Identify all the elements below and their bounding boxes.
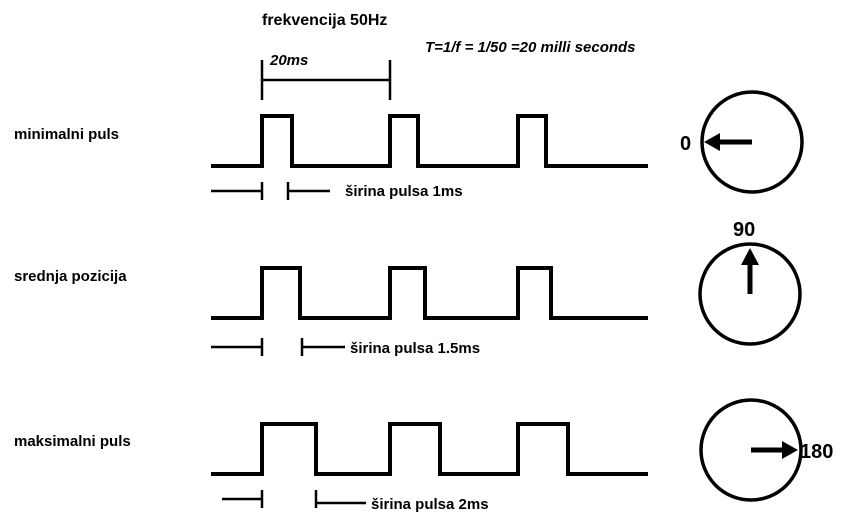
- pulse-width-label-middle: širina pulsa 1.5ms: [350, 340, 480, 357]
- servo-dial-minimal: 0: [680, 90, 804, 194]
- frequency-label: frekvencija 50Hz: [262, 12, 387, 29]
- arrow-right-icon: [782, 441, 798, 459]
- pulse-width-dimension-maximal: [222, 490, 366, 508]
- period-formula: T=1/f = 1/50 =20 milli seconds: [425, 39, 636, 56]
- period-label: 20ms: [269, 52, 308, 69]
- arrow-left-icon: [704, 133, 720, 151]
- row-middle: srednja pozicija širina pulsa 1.5ms 90: [14, 219, 802, 357]
- row-maximal: maksimalni puls širina pulsa 2ms 180: [14, 398, 833, 512]
- period-dimension: [260, 60, 392, 100]
- pulse-width-label-minimal: širina pulsa 1ms: [345, 183, 463, 200]
- pulse-waveform-minimal: [211, 114, 648, 168]
- row-minimal: minimalni puls širina pulsa 1ms 0: [14, 90, 804, 200]
- dial-value-maximal: 180: [800, 441, 833, 463]
- arrow-up-icon: [741, 248, 759, 265]
- row-label-minimal: minimalni puls: [14, 126, 119, 143]
- row-label-maximal: maksimalni puls: [14, 433, 131, 450]
- pulse-width-dimension-minimal: [211, 182, 330, 200]
- servo-dial-middle: 90: [698, 219, 802, 346]
- pulse-width-dimension-middle: [211, 338, 345, 356]
- dial-value-minimal: 0: [680, 133, 691, 155]
- pulse-waveform-maximal: [211, 422, 648, 476]
- pulse-width-label-maximal: širina pulsa 2ms: [371, 496, 489, 512]
- dial-value-middle: 90: [733, 219, 755, 241]
- pulse-waveform-middle: [211, 266, 648, 320]
- servo-dial-maximal: 180: [699, 398, 833, 502]
- row-label-middle: srednja pozicija: [14, 268, 127, 285]
